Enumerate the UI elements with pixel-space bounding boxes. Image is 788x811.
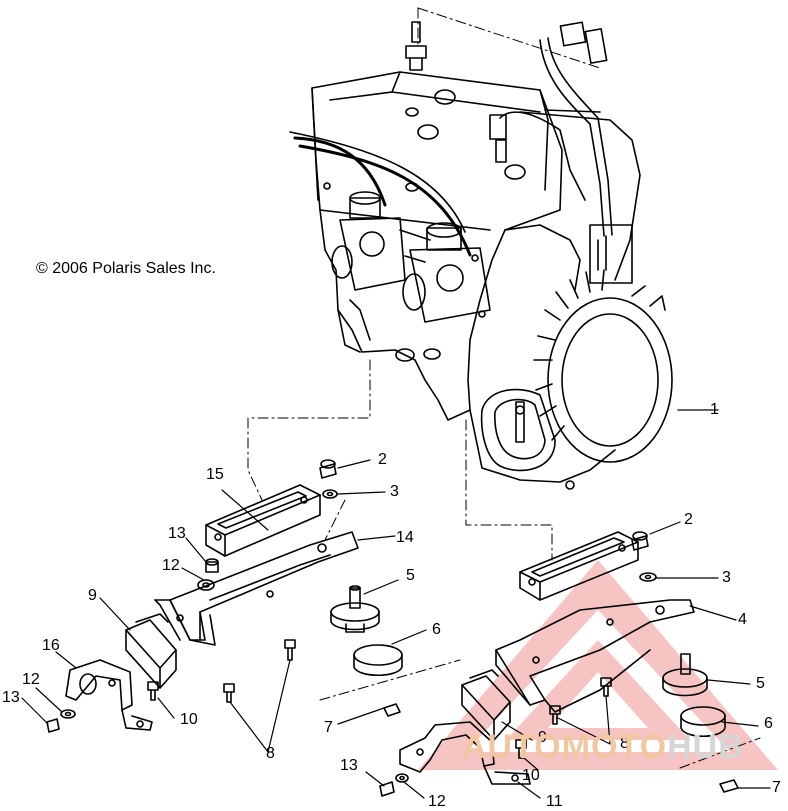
mount-stud-right [662,653,708,697]
engine-assembly [311,71,673,490]
callout-2: 2 [684,511,693,528]
bracket-left [154,531,359,646]
callout-1: 1 [710,401,719,418]
callout-7: 7 [324,719,333,736]
watermark-logo-icon [418,560,778,770]
cushion-right [680,706,726,738]
callout-16: 16 [42,637,60,654]
callout-14: 14 [396,529,414,546]
watermark-text-part2: HUB [667,728,744,766]
callout-11: 11 [546,793,563,810]
carburetors [289,131,491,323]
spark-plug [405,21,613,237]
bracket-11 [399,721,531,785]
callout-6: 6 [432,621,441,638]
mount-plate-right [519,531,639,601]
callout-12: 12 [22,671,40,688]
callout-4: 4 [738,611,747,628]
callout-6: 6 [764,715,773,732]
watermark-text: AUTOMOTOHUB [462,728,744,767]
callout-3: 3 [722,569,731,586]
mount-stud-left [330,585,380,633]
callout-12: 12 [428,793,446,810]
callout-10: 10 [180,711,198,728]
bracket-16 [65,659,153,731]
callout-5: 5 [406,567,415,584]
rubber-block-left [125,613,177,689]
callout-15: 15 [206,466,224,483]
callout-5: 5 [756,675,765,692]
callout-9: 9 [538,729,547,746]
callout-7: 7 [772,779,781,796]
callout-8: 8 [620,735,629,752]
bracket-right [495,599,695,713]
callout-2: 2 [378,451,387,468]
watermark-text-part1: AUTOMOTO [462,728,668,766]
callout-9: 9 [88,587,97,604]
copyright-notice: © 2006 Polaris Sales Inc. [36,260,216,277]
callout-13: 13 [340,757,358,774]
rubber-block-right [461,669,511,741]
callout-13: 13 [168,525,186,542]
callout-10: 10 [522,767,540,784]
callout-8: 8 [266,745,275,762]
callout-12: 12 [162,557,180,574]
mount-plate-left [205,484,321,557]
cushion-left [353,644,403,677]
callout-13: 13 [2,689,20,706]
hardware-left [46,459,401,733]
callout-3: 3 [390,483,399,500]
